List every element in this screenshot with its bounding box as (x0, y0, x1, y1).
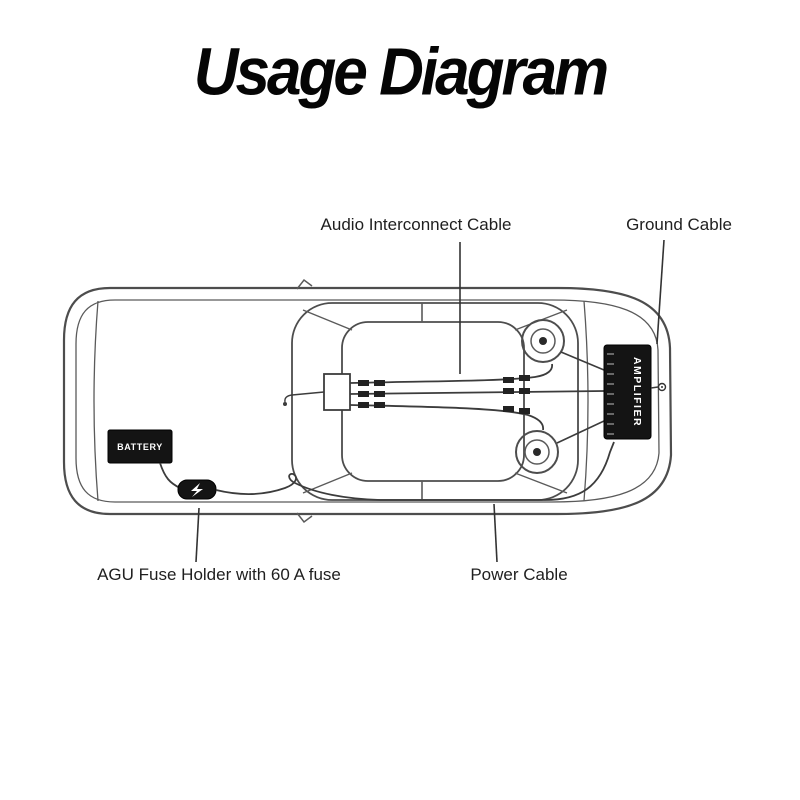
label-ground-cable: Ground Cable (626, 215, 732, 234)
car-outline (62, 278, 673, 524)
leader-line-power (493, 503, 498, 563)
a-pillar-top (302, 309, 353, 331)
speaker-top-outer (521, 319, 565, 363)
speaker-bottom (515, 430, 559, 474)
speaker-wire-top (560, 351, 605, 371)
antenna-wire (284, 391, 325, 403)
speaker-bottom-dot (533, 448, 541, 456)
leader-line-ground (656, 239, 665, 345)
label-power-cable: Power Cable (470, 565, 567, 584)
c-pillar-bottom (514, 472, 568, 494)
audio-cables (349, 363, 605, 431)
fuse-holder (177, 479, 217, 500)
antenna-tip (283, 402, 287, 406)
speaker-top-dot (539, 337, 547, 345)
ground-wire (650, 386, 659, 389)
lightning-bolt-icon (191, 483, 203, 497)
speaker-wire-bottom (556, 420, 605, 444)
cable-connectors-right (503, 375, 530, 414)
car-body-inner-line (75, 299, 660, 503)
battery-label: BATTERY (117, 442, 163, 452)
amplifier-fins (607, 353, 614, 435)
car-body-outline (62, 286, 673, 516)
mirror-top (296, 278, 313, 290)
battery: BATTERY (107, 429, 181, 489)
ground-terminal-dot (661, 386, 663, 388)
battery-box (107, 429, 173, 464)
speaker-bottom-inner (524, 439, 550, 465)
head-unit (283, 373, 351, 411)
roof-outline (341, 321, 525, 482)
amplifier-label: AMPLIFIER (631, 357, 643, 427)
amplifier: AMPLIFIER (603, 344, 652, 440)
head-unit-box (323, 373, 351, 411)
callouts: Audio Interconnect Cable Ground Cable AG… (97, 215, 732, 584)
trunk-line (583, 300, 589, 502)
cable-connectors-left (358, 380, 385, 408)
page-title: Usage Diagram (193, 35, 609, 110)
ground-point (650, 382, 667, 392)
label-audio-interconnect-cable: Audio Interconnect Cable (321, 215, 512, 234)
audio-cable-bottom (349, 404, 545, 431)
speaker-top-inner (530, 328, 556, 354)
label-agu-fuse-holder: AGU Fuse Holder with 60 A fuse (97, 565, 341, 584)
speaker-bottom-outer (515, 430, 559, 474)
front-fascia-line (93, 300, 99, 502)
mirror-bottom (296, 512, 313, 524)
leader-line-fuse (195, 507, 200, 563)
battery-wire (159, 462, 181, 489)
speaker-top (521, 319, 565, 363)
audio-cable-middle (349, 390, 605, 395)
amplifier-box (603, 344, 652, 440)
power-cable (215, 441, 615, 501)
